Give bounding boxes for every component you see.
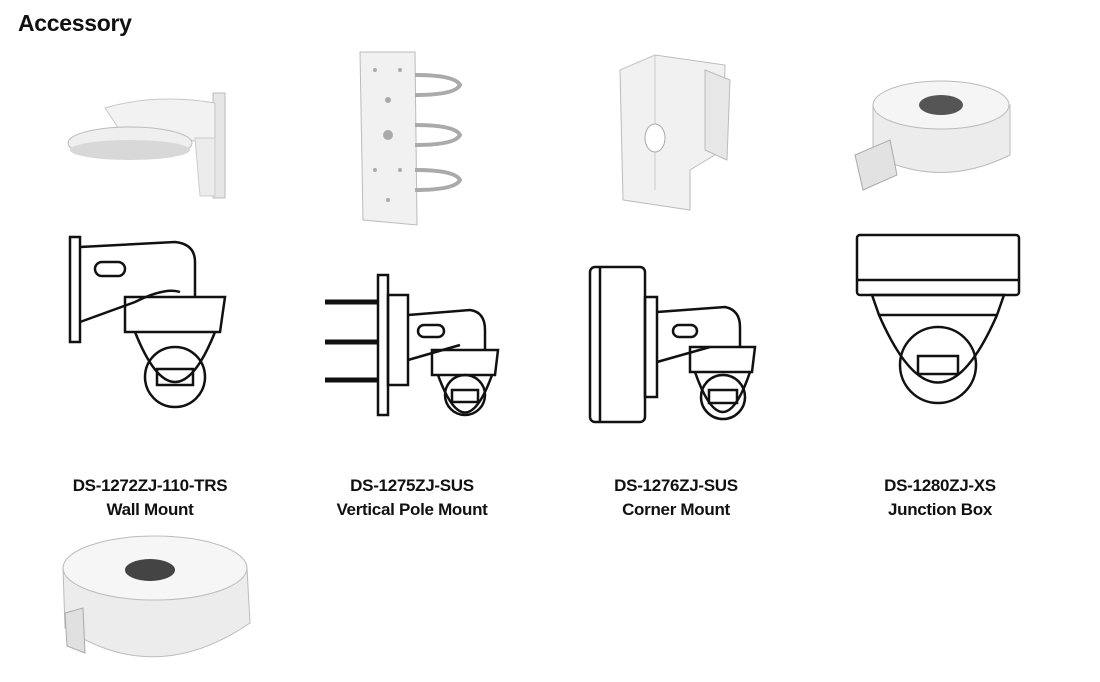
corner-mount-drawing [588,265,757,424]
wall-mount-photo [67,92,226,199]
product-model: DS-1275ZJ-SUS [350,476,474,495]
junction-box-photo [854,80,1011,191]
product-caption: DS-1275ZJ-SUS Vertical Pole Mount [282,474,542,522]
product-caption: DS-1272ZJ-110-TRS Wall Mount [20,474,280,522]
pole-mount-drawing [325,273,500,417]
product-caption: DS-1276ZJ-SUS Corner Mount [546,474,806,522]
product-name: Junction Box [887,500,993,519]
product-model: DS-1276ZJ-SUS [614,476,738,495]
section-title: Accessory [18,10,132,36]
product-caption: DS-1280ZJ-XS Junction Box [810,474,1070,522]
product-name: Corner Mount [622,500,730,519]
product-name: Wall Mount [106,500,194,519]
product-model: DS-1280ZJ-XS [884,476,996,495]
product-name: Vertical Pole Mount [336,500,488,519]
corner-mount-photo [619,54,731,211]
wall-mount-drawing [68,235,227,409]
junction-box-drawing [855,233,1021,405]
inclined-mount-photo [62,535,251,658]
pole-mount-photo [359,51,463,226]
product-model: DS-1272ZJ-110-TRS [72,476,228,495]
